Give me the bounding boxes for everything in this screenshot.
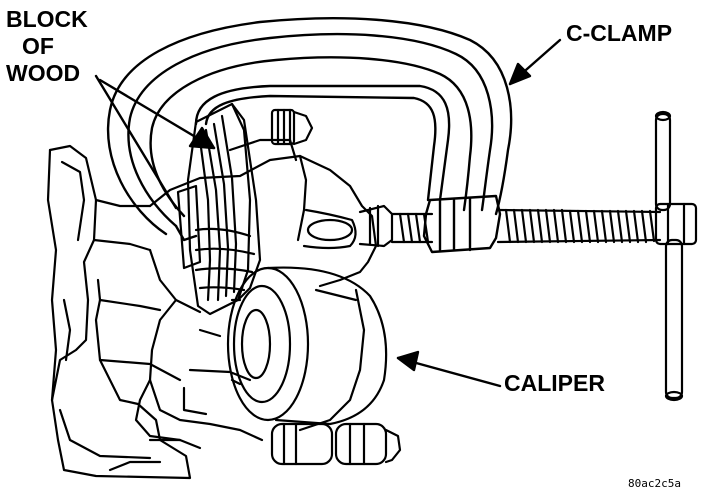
block-of-wood-label: BLOCK OF WOOD (6, 6, 88, 87)
wood-arrow-head (188, 126, 216, 150)
clamp-swivel-pad (306, 204, 394, 248)
c-clamp-label: C-CLAMP (566, 20, 673, 46)
wood-arrow-line-2 (94, 74, 178, 210)
caliper-body (134, 138, 378, 442)
label-arrows (94, 38, 562, 388)
clamp-t-handle (654, 110, 698, 402)
caliper-label: CALIPER (504, 370, 605, 396)
block-label-line1: BLOCK (6, 6, 88, 32)
knuckle-mount (46, 144, 202, 480)
clamp-screw (390, 208, 662, 244)
figure-code: 80ac2c5a (628, 477, 681, 490)
clamp-arrow-head (508, 62, 532, 86)
caliper-arrow-head (396, 350, 420, 372)
pad-clip (176, 184, 202, 270)
block-label-line2: OF (22, 33, 54, 59)
c-clamp-frame (106, 17, 513, 254)
piston-bore (226, 266, 388, 426)
lower-guide-pin-bolts (270, 422, 402, 466)
upper-guide-pin-bolt (270, 108, 314, 146)
block-label-line3: WOOD (6, 60, 81, 86)
